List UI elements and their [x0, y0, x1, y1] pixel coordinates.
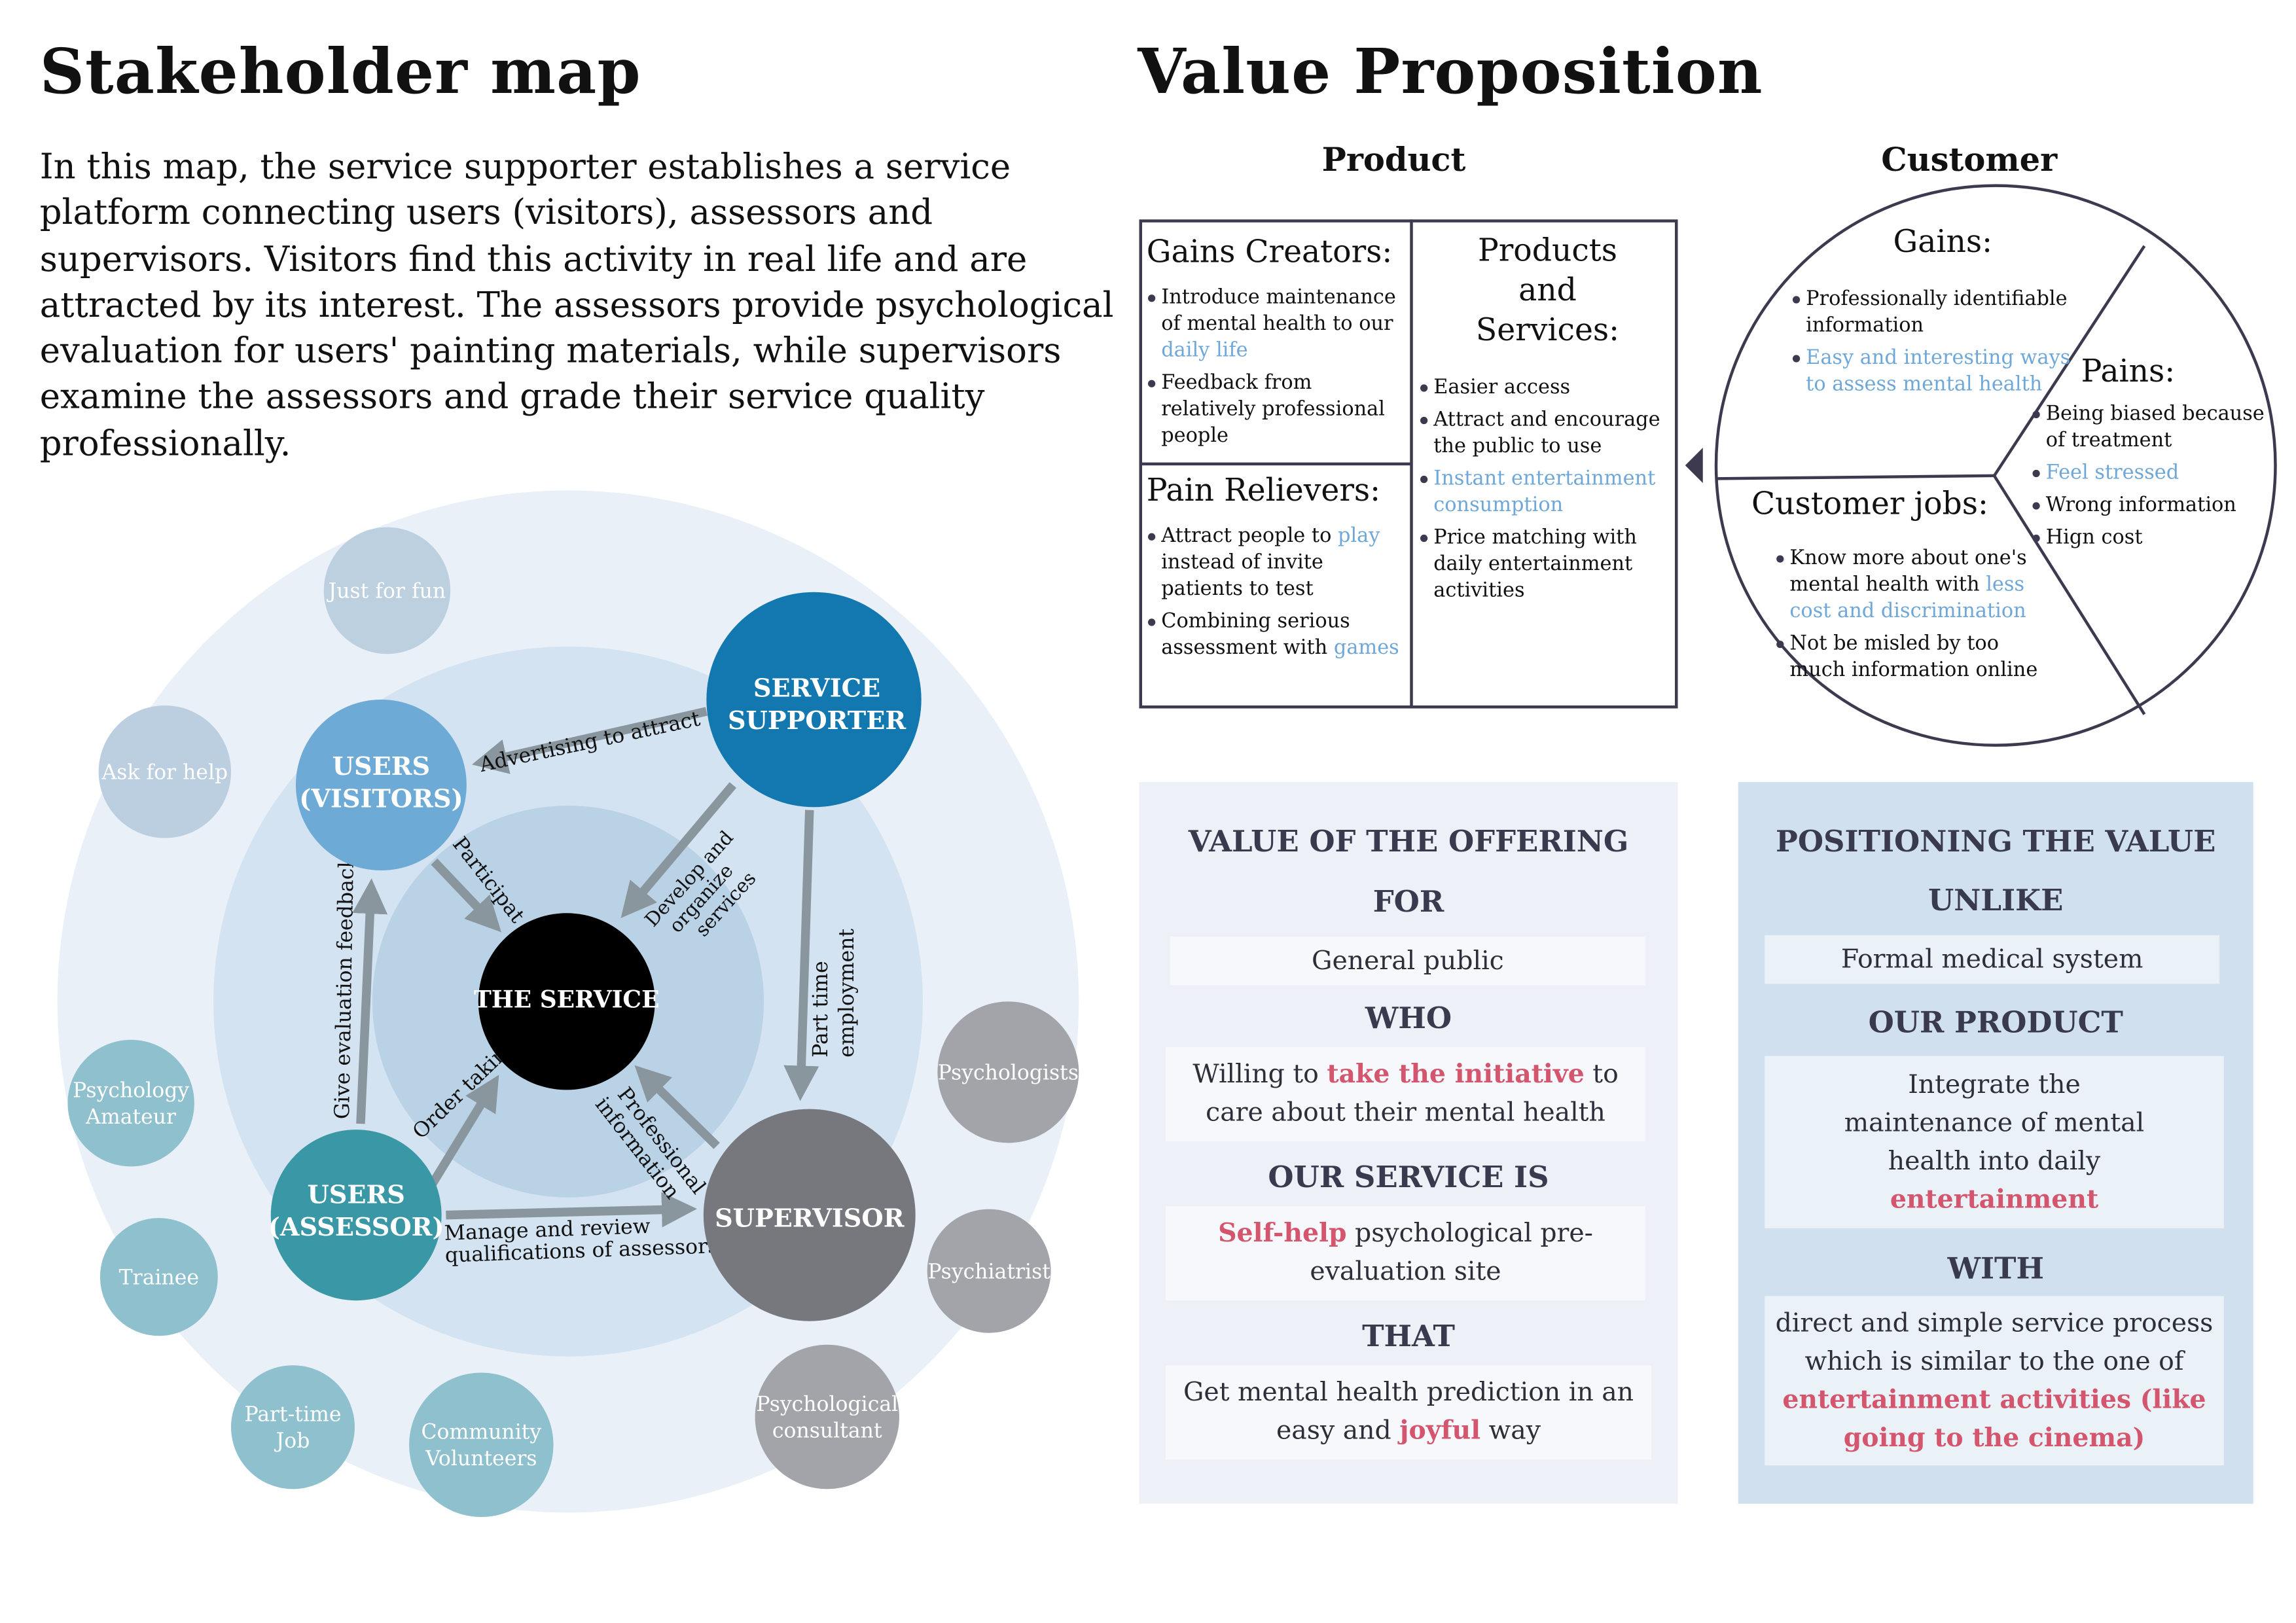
- bullet-item: Feel stressed: [2031, 459, 2281, 486]
- value-offering-panel: VALUE OF THE OFFERING FOR General public…: [1139, 782, 1678, 1504]
- svg-text:Trainee: Trainee: [119, 1266, 199, 1289]
- svg-text:SUPPORTER: SUPPORTER: [728, 706, 906, 736]
- svg-text:SERVICE: SERVICE: [753, 673, 880, 703]
- arrow-advertising: [472, 707, 708, 774]
- bullet-item: Easy and interesting ways to assess ment…: [1791, 345, 2083, 398]
- bullet-item: Price matching with daily entertainment …: [1419, 524, 1677, 604]
- bullet-item: Wrong information: [2031, 492, 2281, 519]
- stakeholder-psychiatrist: Psychiatrist: [927, 1209, 1051, 1333]
- customer-heading: Customer: [1881, 141, 2058, 180]
- stakeholder-trainee: Trainee: [99, 1218, 218, 1336]
- svg-text:USERS: USERS: [332, 752, 430, 781]
- bullet-item: Feedback from relatively professional pe…: [1147, 370, 1408, 450]
- svg-text:Psychological: Psychological: [756, 1393, 898, 1416]
- that-label: THAT: [1362, 1318, 1455, 1354]
- svg-text:THE SERVICE: THE SERVICE: [474, 986, 659, 1013]
- svg-text:consultant: consultant: [772, 1419, 882, 1442]
- stakeholder-ask-for-help: Ask for help: [98, 705, 232, 838]
- for-value: General public: [1170, 936, 1646, 986]
- node-users-assessor: USERS (ASSESSOR): [268, 1130, 444, 1301]
- stakeholder-just-for-fun: Just for fun: [323, 527, 451, 654]
- customer-jobs: Customer jobs: Know more about one's men…: [1751, 486, 2060, 690]
- positioning-title: POSITIONING THE VALUE: [1776, 823, 2216, 859]
- stakeholder-intro: In this map, the service supporter estab…: [39, 145, 1114, 464]
- bullet-item: Instant entertainment consumption: [1419, 465, 1677, 518]
- customer-pains: Pains: Being biased because of treatment…: [2031, 353, 2281, 557]
- for-label: FOR: [1372, 883, 1444, 919]
- svg-text:Ask for help: Ask for help: [101, 761, 228, 785]
- stakeholder-psychological-consultant: Psychological consultant: [755, 1344, 899, 1489]
- unlike-value: Formal medical system: [1765, 935, 2220, 984]
- svg-text:Part-time: Part-time: [244, 1403, 341, 1427]
- svg-text:Psychiatrist: Psychiatrist: [927, 1260, 1050, 1283]
- service-label: OUR SERVICE IS: [1268, 1159, 1549, 1195]
- svg-text:(VISITORS): (VISITORS): [299, 784, 463, 813]
- bullet-item: Not be misled by too much information on…: [1775, 630, 2060, 683]
- arrow-participate: [431, 858, 501, 933]
- svg-text:Volunteers: Volunteers: [425, 1447, 537, 1471]
- with-label: WITH: [1947, 1250, 2044, 1286]
- arrow-develop: [620, 782, 737, 918]
- bullet-item: Combining serious assessment with games: [1147, 608, 1408, 661]
- svg-text:SUPERVISOR: SUPERVISOR: [715, 1204, 905, 1234]
- arrow-professional: [634, 1065, 720, 1149]
- bullet-item: Attract people to play instead of invite…: [1147, 523, 1408, 603]
- value-proposition-title: Value Proposition: [1138, 35, 1763, 108]
- bullet-item: Being biased because of treatment: [2031, 401, 2281, 454]
- stakeholder-psychologists: Psychologists: [937, 1001, 1079, 1143]
- arrow-part-time: [783, 810, 819, 1101]
- customer-profile-circle: [1714, 184, 2277, 747]
- bullet-item: Know more about one's mental health with…: [1775, 545, 2060, 625]
- bullet-item: Hign cost: [2031, 524, 2281, 551]
- offering-title: VALUE OF THE OFFERING: [1188, 823, 1629, 859]
- bullet-item: Introduce maintenance of mental health t…: [1147, 284, 1408, 364]
- svg-text:USERS: USERS: [307, 1181, 404, 1210]
- gains-creators: Gains Creators: Introduce maintenance of…: [1147, 234, 1408, 455]
- bullet-item: Easier access: [1419, 374, 1677, 401]
- service-value: Self-help psychological pre-evaluation s…: [1165, 1206, 1646, 1301]
- product-heading: Product: [1321, 141, 1466, 180]
- with-value: direct and simple service process which …: [1765, 1296, 2224, 1466]
- bullet-item: Attract and encourage the public to use: [1419, 406, 1677, 459]
- that-value: Get mental health prediction in an easy …: [1165, 1365, 1652, 1460]
- arrow-order: [423, 1075, 499, 1196]
- node-the-service: THE SERVICE: [474, 913, 659, 1090]
- svg-text:Job: Job: [274, 1429, 310, 1453]
- bullet-item: Professionally identifiable information: [1791, 286, 2083, 339]
- who-label: WHO: [1365, 1000, 1452, 1036]
- who-value: Willing to take the initiative to care a…: [1165, 1047, 1646, 1142]
- svg-text:(ASSESSOR): (ASSESSOR): [268, 1213, 444, 1242]
- our-product-value: Integrate the maintenance of mental heal…: [1765, 1056, 2224, 1228]
- positioning-panel: POSITIONING THE VALUE UNLIKE Formal medi…: [1738, 782, 2253, 1504]
- our-product-label: OUR PRODUCT: [1868, 1004, 2123, 1040]
- svg-text:Just for fun: Just for fun: [327, 580, 446, 603]
- svg-text:Amateur: Amateur: [85, 1105, 177, 1129]
- label-feedback: Give evaluation feedback: [331, 855, 359, 1119]
- unlike-label: UNLIKE: [1928, 882, 2064, 918]
- node-supervisor: SUPERVISOR: [703, 1109, 916, 1321]
- svg-text:Psychologists: Psychologists: [938, 1061, 1079, 1085]
- arrow-feedback: [352, 878, 388, 1124]
- product-canvas: Gains Creators: Introduce maintenance of…: [1139, 219, 1678, 709]
- pain-relievers: Pain Relievers: Attract people to play i…: [1147, 473, 1408, 667]
- stakeholder-map-title: Stakeholder map: [39, 35, 641, 108]
- customer-gains: Gains: Professionally identifiable infor…: [1759, 224, 2083, 404]
- arrow-left-icon: [1685, 448, 1703, 484]
- arrow-manage: [446, 1192, 697, 1228]
- svg-text:Psychology: Psychology: [73, 1079, 189, 1103]
- svg-text:Community: Community: [421, 1421, 541, 1444]
- node-users-visitors: USERS (VISITORS): [295, 699, 467, 871]
